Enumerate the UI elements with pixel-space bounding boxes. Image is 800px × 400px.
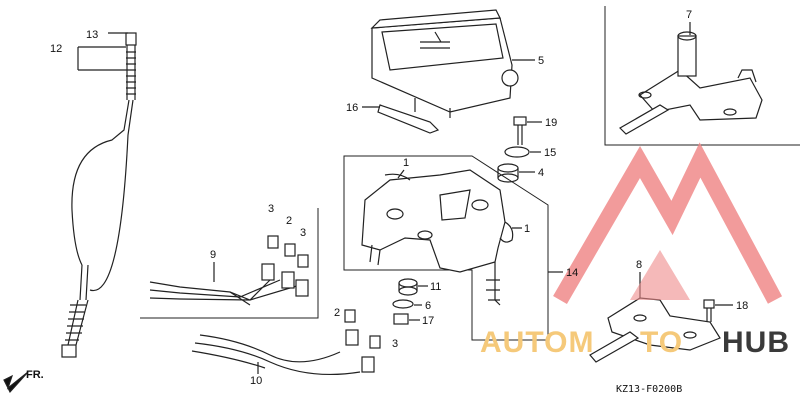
part-16-strip: [377, 104, 440, 134]
watermark-logo: [553, 142, 783, 305]
speedometer-cable: [61, 32, 137, 358]
label-12: 12: [50, 43, 62, 55]
direction-label: FR.: [26, 369, 44, 381]
watermark-text-part1: AUTOM: [480, 326, 594, 359]
front-arrow-icon: [3, 371, 29, 394]
label-1a: 1: [403, 157, 409, 169]
label-3a: 3: [268, 203, 274, 215]
label-3c: 3: [392, 338, 398, 350]
label-2a: 2: [286, 215, 292, 227]
label-6: 6: [425, 300, 431, 312]
meter-bracket: [361, 169, 506, 306]
part-19-bolt: [513, 116, 527, 145]
label-2b: 2: [334, 307, 340, 319]
part-11-grommet: [398, 278, 418, 296]
part-4-grommet: [497, 163, 519, 183]
label-8: 8: [636, 259, 642, 271]
part-6-washer: [392, 299, 414, 309]
part-7-bracket: [619, 31, 763, 135]
part-18-bolt: [703, 299, 715, 322]
part-15-washer: [504, 146, 530, 158]
watermark-text-part2: TO: [640, 326, 683, 359]
label-17: 17: [422, 315, 434, 327]
part-7-frame: [604, 6, 800, 146]
label-18: 18: [736, 300, 748, 312]
label-9: 9: [210, 249, 216, 261]
part-8-bracket: [589, 297, 721, 363]
label-14: 14: [566, 267, 578, 279]
watermark-text-part3: HUB: [722, 326, 790, 359]
diagram-code: KZ13-F0200B: [616, 384, 682, 395]
label-4: 4: [538, 167, 544, 179]
part-17-nut: [393, 313, 409, 325]
label-leader-12-13: [77, 32, 128, 71]
label-15: 15: [544, 147, 556, 159]
label-1b: 1: [524, 223, 530, 235]
label-16: 16: [346, 102, 358, 114]
part-1-clip-b: [499, 221, 514, 243]
meter-assembly: [370, 9, 519, 118]
label-13: 13: [86, 29, 98, 41]
label-11: 11: [430, 281, 441, 293]
label-10: 10: [250, 375, 262, 387]
part-1-clip-a: [384, 173, 411, 181]
label-3b: 3: [300, 227, 306, 239]
label-7: 7: [686, 9, 692, 21]
bracket-frame-outline: [343, 155, 549, 341]
harness-9-bracket-line: [140, 208, 319, 319]
label-19: 19: [545, 117, 557, 129]
wire-harness-9: [149, 235, 309, 306]
label-5: 5: [538, 55, 544, 67]
wire-harness-10: [191, 309, 381, 376]
